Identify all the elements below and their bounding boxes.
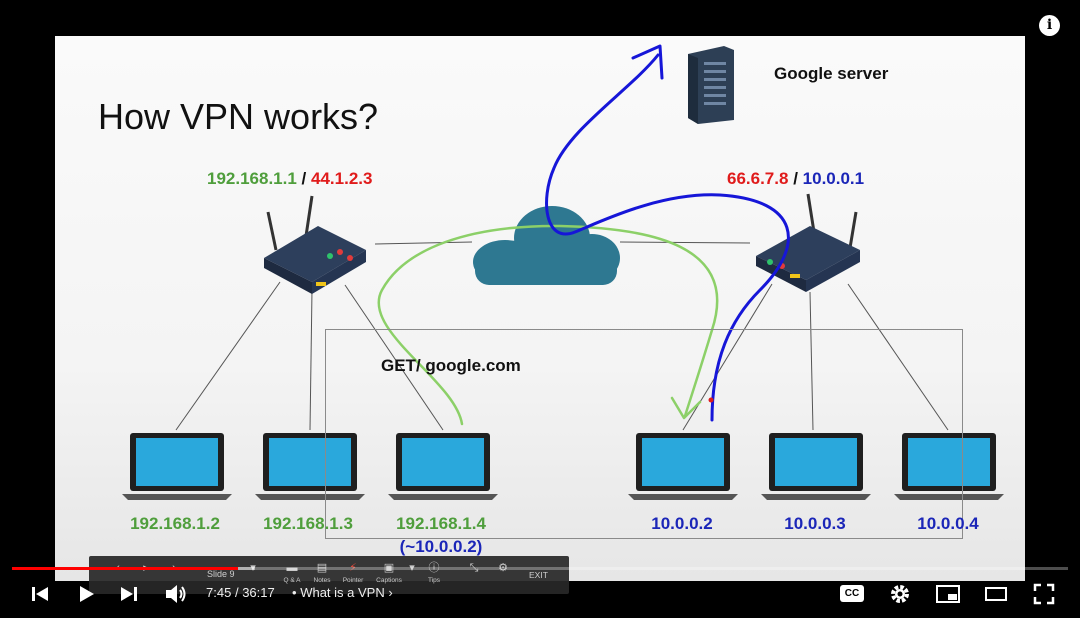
laptop-5-icon	[761, 433, 871, 500]
router-left-icon	[264, 195, 366, 294]
blue-path-arrow	[545, 44, 790, 422]
qa-icon: ▬	[286, 562, 298, 574]
laptop-6-ip: 10.0.0.4	[917, 514, 979, 533]
pointer-button[interactable]: ⚡ Pointer	[339, 556, 367, 594]
chapter-title: What is a VPN	[300, 585, 385, 600]
progress-bar[interactable]	[12, 567, 1068, 570]
collapse-icon[interactable]: ⤡	[469, 562, 479, 574]
router-right-icon	[756, 193, 860, 292]
laptop-1-icon	[122, 433, 232, 500]
progress-played	[12, 567, 238, 570]
tips-icon: ⓘ	[428, 562, 440, 574]
settings-gear-icon[interactable]	[889, 583, 911, 605]
router-left-local-ip: 192.168.1.1	[207, 169, 297, 188]
laptop-3-vpn-ip: (~10.0.0.2)	[399, 537, 483, 556]
router-left-ip: 192.168.1.1 / 44.1.2.3	[207, 169, 373, 188]
play-small-icon[interactable]: ▸	[139, 556, 153, 594]
laptop-3-icon	[388, 433, 498, 500]
google-server-icon	[688, 46, 734, 124]
request-label: GET/ google.com	[381, 356, 521, 375]
laptop-4-ip: 10.0.0.2	[651, 514, 713, 533]
theater-mode-icon[interactable]	[984, 585, 1008, 603]
fullscreen-icon[interactable]	[1033, 583, 1055, 605]
chapter-button[interactable]: • What is a VPN ›	[292, 585, 393, 600]
qa-button[interactable]: ▬ Q & A	[279, 556, 305, 594]
miniplayer-icon[interactable]	[935, 584, 961, 604]
captions-icon[interactable]: CC	[840, 585, 864, 602]
laptop-6-icon	[894, 433, 1004, 500]
internet-cloud-icon	[473, 206, 620, 285]
chevron-right-icon: ›	[388, 585, 393, 600]
notes-button[interactable]: ▤ Notes	[309, 556, 335, 594]
router-right-public-ip: 66.6.7.8	[727, 169, 789, 188]
time-display: 7:45 / 36:17	[206, 585, 275, 600]
router-right-ip: 66.6.7.8 / 10.0.0.1	[727, 169, 865, 188]
tips-button[interactable]: ⓘ Tips	[423, 556, 445, 594]
laptop-1-ip: 192.168.1.2	[130, 514, 220, 533]
vpn-lan-box	[325, 329, 963, 539]
captions-icon: ▣	[383, 562, 395, 574]
play-icon[interactable]	[76, 584, 96, 604]
laptop-5-ip: 10.0.0.3	[784, 514, 846, 533]
notes-icon: ▤	[316, 562, 328, 574]
router-right-local-ip: 10.0.0.1	[802, 169, 865, 188]
laptop-4-icon	[628, 433, 738, 500]
slide-number[interactable]: Slide 9	[207, 569, 235, 579]
next-icon[interactable]	[119, 584, 139, 604]
google-server-label: Google server	[774, 64, 889, 83]
time-total: 36:17	[242, 585, 275, 600]
laptop-2-icon	[255, 433, 365, 500]
laptop-2-ip: 192.168.1.3	[263, 514, 353, 533]
previous-icon[interactable]	[30, 584, 50, 604]
exit-button[interactable]: EXIT	[529, 570, 548, 580]
router-left-public-ip: 44.1.2.3	[311, 169, 373, 188]
volume-icon[interactable]	[164, 583, 188, 605]
captions-button[interactable]: ▣ Captions	[373, 556, 405, 594]
time-current: 7:45	[206, 585, 232, 600]
slide-dropdown-icon[interactable]: ▾	[250, 562, 256, 574]
info-icon[interactable]: i	[1039, 15, 1060, 36]
pointer-icon: ⚡	[349, 562, 357, 574]
laptop-3-ip: 192.168.1.4	[396, 514, 486, 533]
gear-icon[interactable]: ⚙	[498, 562, 508, 574]
slide-title: How VPN works?	[98, 96, 379, 137]
captions-dropdown-icon[interactable]: ▾	[409, 562, 415, 574]
